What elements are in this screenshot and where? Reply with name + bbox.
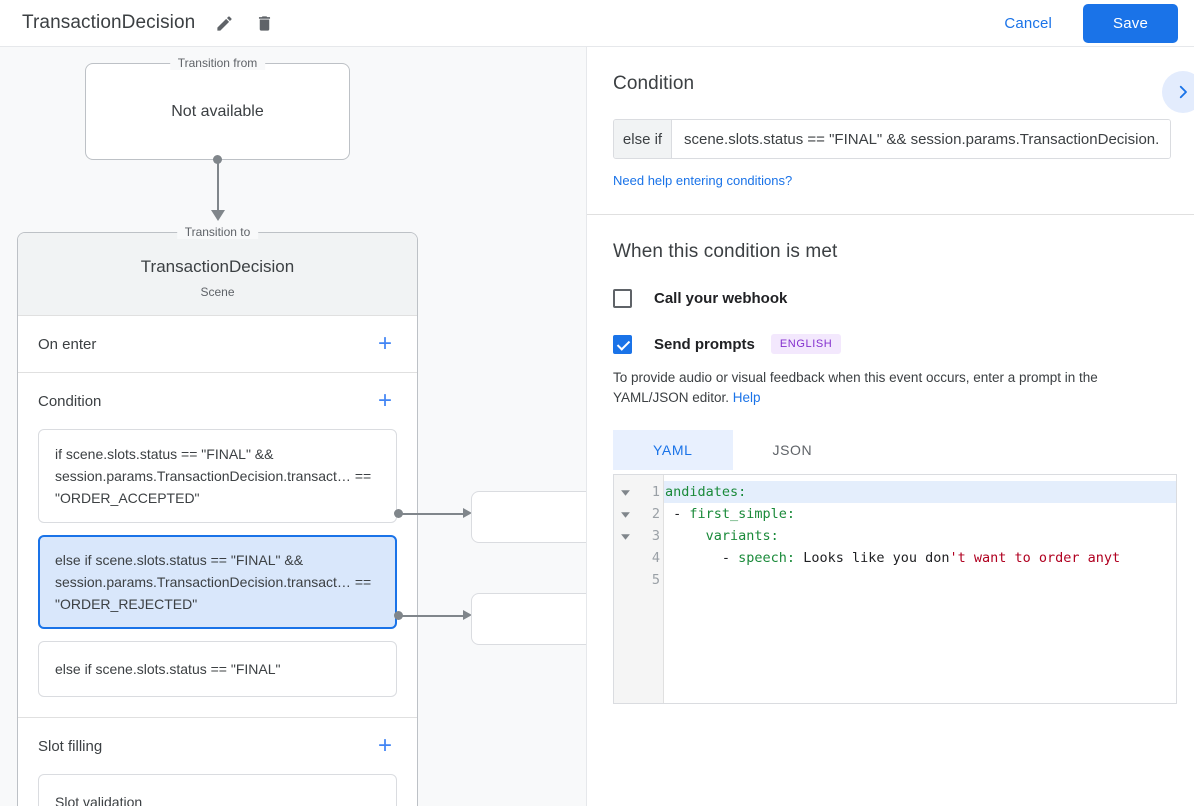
when-condition-met-title: When this condition is met [613,241,838,262]
condition-item[interactable]: if scene.slots.status == "FINAL" && sess… [38,429,397,523]
fold-triangle-icon[interactable] [614,525,636,547]
tab-json[interactable]: JSON [772,442,813,458]
details-panel: Condition else if Need help entering con… [586,47,1194,806]
editor-line[interactable]: variants: [664,525,1176,547]
condition-item-selected[interactable]: else if scene.slots.status == "FINAL" &&… [38,535,397,629]
webhook-row[interactable]: Call your webhook [613,289,1170,308]
connector-arrowhead [211,210,225,221]
add-on-enter-button[interactable]: + [377,330,392,357]
tab-yaml[interactable]: YAML [613,430,733,470]
call-webhook-checkbox[interactable] [613,289,632,308]
editor-line-number: 5 [651,572,660,588]
page-title: TransactionDecision [22,12,196,33]
chevron-right-icon[interactable] [1162,71,1194,113]
editor-line-numbers: 1 2 3 4 5 [636,475,664,703]
slot-validation-item[interactable]: Slot validation [38,774,397,806]
send-prompts-row[interactable]: Send prompts ENGLISH [613,334,1170,354]
section-on-enter: On enter + [18,316,417,373]
editor-line-number: 2 [651,506,660,522]
editor-line[interactable]: - first_simple: [664,503,1176,525]
editor-line[interactable]: andidates: [664,481,1176,503]
editor-token: Looks like you don [795,550,950,566]
pencil-icon[interactable] [213,12,235,34]
fold-triangle-icon[interactable] [614,503,636,525]
app-header: TransactionDecision Cancel Save [0,0,1194,47]
condition-list: if scene.slots.status == "FINAL" && sess… [38,429,397,717]
code-editor[interactable]: 1 2 3 4 5 andidates: - first_simple: variant… [613,474,1177,704]
transition-from-value: Not available [171,102,264,120]
condition-target-card[interactable] [471,491,586,543]
editor-fold-gutter[interactable] [614,475,636,703]
editor-token [665,528,706,544]
editor-token: first_simple: [689,506,796,522]
send-prompts-label: Send prompts [654,335,755,353]
editor-line[interactable]: - speech: Looks like you don't want to o… [664,547,1176,569]
save-button[interactable]: Save [1083,3,1178,43]
fold-triangle-icon[interactable] [614,481,636,503]
condition-item[interactable]: else if scene.slots.status == "FINAL" [38,641,397,697]
condition-target-card[interactable] [471,593,586,645]
send-prompts-checkbox[interactable] [613,334,632,354]
section-slot-filling-title: Slot filling [38,737,103,755]
flow-canvas[interactable]: Transition from Not available Transition… [0,47,586,806]
prompts-hint-text: To provide audio or visual feedback when… [613,370,1098,405]
header-actions: Cancel Save [988,3,1194,43]
connector-dot-from [213,155,222,164]
connector-line-from-to [217,160,219,215]
condition-connector-line [402,615,464,617]
transition-to-legend: Transition to [176,225,259,239]
condition-input-row[interactable]: else if [613,119,1171,159]
editor-token: variants: [705,528,779,544]
editor-line[interactable] [664,569,1176,591]
condition-section: Condition else if Need help entering con… [587,47,1194,215]
editor-token: - [665,550,739,566]
slot-filling-list: Slot validation [38,774,397,806]
cancel-button[interactable]: Cancel [988,6,1068,41]
condition-prefix-label: else if [614,120,672,158]
editor-token: - [665,506,690,522]
section-slot-filling: Slot filling + Slot validation [18,718,417,806]
scene-header: TransactionDecision Scene [18,233,417,316]
editor-format-tabs: YAML JSON [613,430,1170,470]
section-on-enter-title: On enter [38,335,97,353]
condition-connector-line [402,513,464,515]
condition-connector-arrowhead [463,508,472,518]
editor-line-number: 4 [651,550,660,566]
condition-help-link[interactable]: Need help entering conditions? [613,173,793,188]
editor-line-number: 3 [651,528,660,544]
add-slot-filling-button[interactable]: + [377,732,392,759]
condition-connector-arrowhead [463,610,472,620]
section-slot-filling-header: Slot filling + [38,718,397,774]
condition-connector-dot [394,611,403,620]
language-badge: ENGLISH [770,334,842,354]
fold-spacer [614,569,636,591]
editor-line-number: 1 [651,484,660,500]
section-on-enter-header: On enter + [38,316,397,372]
fold-spacer [614,547,636,569]
transition-from-card[interactable]: Transition from Not available [85,56,350,160]
scene-subtitle: Scene [200,285,235,299]
section-condition-title: Condition [38,392,102,410]
transition-from-legend: Transition from [169,56,266,70]
trash-icon[interactable] [253,12,275,34]
section-condition-header: Condition + [38,373,397,429]
prompts-help-link[interactable]: Help [732,390,761,405]
add-condition-button[interactable]: + [377,387,392,414]
editor-token: andidates: [665,484,747,500]
section-condition: Condition + if scene.slots.status == "FI… [18,373,417,718]
condition-section-title: Condition [613,73,695,94]
condition-connector-dot [394,509,403,518]
scene-name: TransactionDecision [140,257,295,276]
editor-token: speech: [738,550,796,566]
editor-code-area[interactable]: andidates: - first_simple: variants: - s… [664,475,1176,703]
transition-to-card: Transition to TransactionDecision Scene … [17,225,418,806]
editor-token: 't want to order anyt [949,550,1121,566]
call-webhook-label: Call your webhook [654,290,788,307]
prompts-hint: To provide audio or visual feedback when… [613,368,1170,408]
condition-expression-input[interactable] [672,120,1170,158]
when-condition-met-section: When this condition is met Call your web… [587,215,1194,704]
